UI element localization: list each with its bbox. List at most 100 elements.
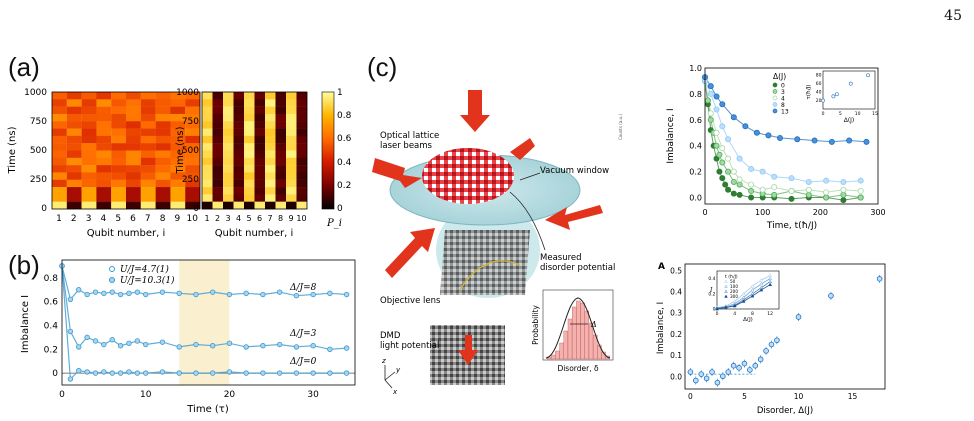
- legend-entry: 4: [781, 96, 785, 103]
- data-point: [823, 189, 830, 196]
- data-point: [857, 188, 864, 195]
- top-right-yticks: 0.00.20.40.60.81.0: [689, 64, 702, 203]
- heatmap-cell: [244, 121, 255, 129]
- heatmap-cell: [170, 201, 186, 210]
- heatmap-cell: [155, 157, 171, 166]
- heatmap-cell: [296, 187, 308, 195]
- heatmap-cell: [275, 143, 287, 151]
- data-point: [209, 289, 216, 295]
- inset-xtick: 4: [733, 311, 736, 317]
- data-point: [730, 168, 737, 175]
- data-point: [101, 290, 107, 297]
- heatmap-cell: [265, 150, 276, 159]
- data-point: [193, 291, 199, 298]
- heatmap-cell: [254, 121, 266, 129]
- bottom-right-yticks: 0.00.10.20.30.40.5: [670, 266, 682, 381]
- data-point: [293, 370, 300, 376]
- heatmap-cell: [286, 172, 297, 180]
- heatmap-cell: [202, 172, 213, 180]
- xtick: 0: [702, 208, 707, 217]
- histogram-bar: [563, 330, 569, 360]
- data-point: [126, 369, 132, 375]
- heatmap-cell: [52, 194, 67, 202]
- heatmap-cell: [140, 128, 156, 137]
- heatmap-cell: [140, 92, 156, 100]
- heatmap-cell: [126, 165, 141, 173]
- data-point: [840, 178, 847, 185]
- data-point: [117, 343, 124, 349]
- inset-ytick: 0: [713, 307, 716, 313]
- data-point: [310, 370, 316, 376]
- ytick: 0.3: [670, 309, 682, 318]
- heatmap-cell: [111, 143, 127, 151]
- heatmap-cell: [212, 99, 224, 107]
- heatmap-cell: [254, 99, 266, 107]
- xtick: 8: [160, 214, 166, 224]
- measured-disorder-image: [440, 230, 530, 295]
- data-point: [343, 370, 350, 376]
- heatmap-cell: [296, 92, 308, 100]
- data-point: [159, 289, 166, 295]
- heatmap-left: [52, 92, 201, 210]
- data-point: [748, 166, 755, 173]
- heatmap-cell: [286, 150, 297, 159]
- heatmap-cell: [66, 157, 82, 166]
- xtick: 3: [86, 214, 92, 224]
- heatmap-cell: [155, 143, 171, 151]
- heatmap-cell: [140, 179, 156, 188]
- heatmap-cell: [170, 194, 186, 202]
- heatmap-cell: [223, 106, 234, 115]
- heatmap-cell: [126, 121, 141, 129]
- heatmap-cell: [81, 135, 97, 144]
- heatmap-cell: [96, 187, 112, 195]
- inset-point: [768, 282, 773, 287]
- heatmap-cell: [140, 99, 156, 107]
- heatmap-cell: [233, 135, 245, 144]
- heatmap-cell: [254, 143, 266, 151]
- heatmap-cell: [212, 121, 224, 129]
- heatmap-cell: [212, 113, 224, 122]
- heatmap-cell: [202, 157, 213, 166]
- heatmap-cell: [126, 172, 141, 180]
- histogram-bars: [546, 300, 611, 360]
- heatmap-right-ylabel: Time (ns): [175, 126, 186, 174]
- data-point: [828, 138, 835, 145]
- inset-point: [821, 98, 825, 103]
- heatmap-cell: [140, 143, 156, 151]
- data-point: [109, 370, 115, 376]
- heatmap-cell: [265, 121, 276, 129]
- data-point: [714, 379, 721, 386]
- data-point: [67, 296, 74, 302]
- heatmap-cell: [185, 113, 201, 122]
- inset-xtick: 0: [822, 111, 825, 117]
- heatmap-cell: [265, 172, 276, 180]
- heatmap-cell: [140, 106, 156, 115]
- heatmap-cell: [185, 187, 201, 195]
- inset-xtick: 8: [751, 311, 754, 317]
- heatmap-cell: [96, 179, 112, 188]
- histogram-xlabel: Disorder, δ: [557, 364, 599, 373]
- heatmap-cell: [275, 99, 287, 107]
- panel-b-points: [59, 263, 350, 382]
- ytick: 750: [30, 117, 47, 127]
- top-right-frame: [704, 67, 879, 205]
- data-point: [840, 186, 847, 193]
- inset-xtick: 0: [716, 311, 719, 317]
- data-point: [226, 291, 233, 298]
- heatmap-cell: [52, 135, 67, 144]
- heatmap-cell: [111, 92, 127, 100]
- bottom-right-inset-lines: [715, 273, 773, 311]
- data-point: [713, 106, 720, 113]
- heatmap-cell: [96, 99, 112, 107]
- data-point: [716, 168, 723, 175]
- heatmap-cell: [233, 150, 245, 159]
- heatmap-cell: [66, 201, 82, 210]
- panel-label-a: (a): [8, 52, 40, 82]
- heatmap-cell: [185, 135, 201, 144]
- heatmap-cell: [202, 113, 213, 122]
- heatmap-cell: [66, 187, 82, 195]
- data-point: [176, 344, 182, 350]
- heatmap-cell: [202, 201, 213, 210]
